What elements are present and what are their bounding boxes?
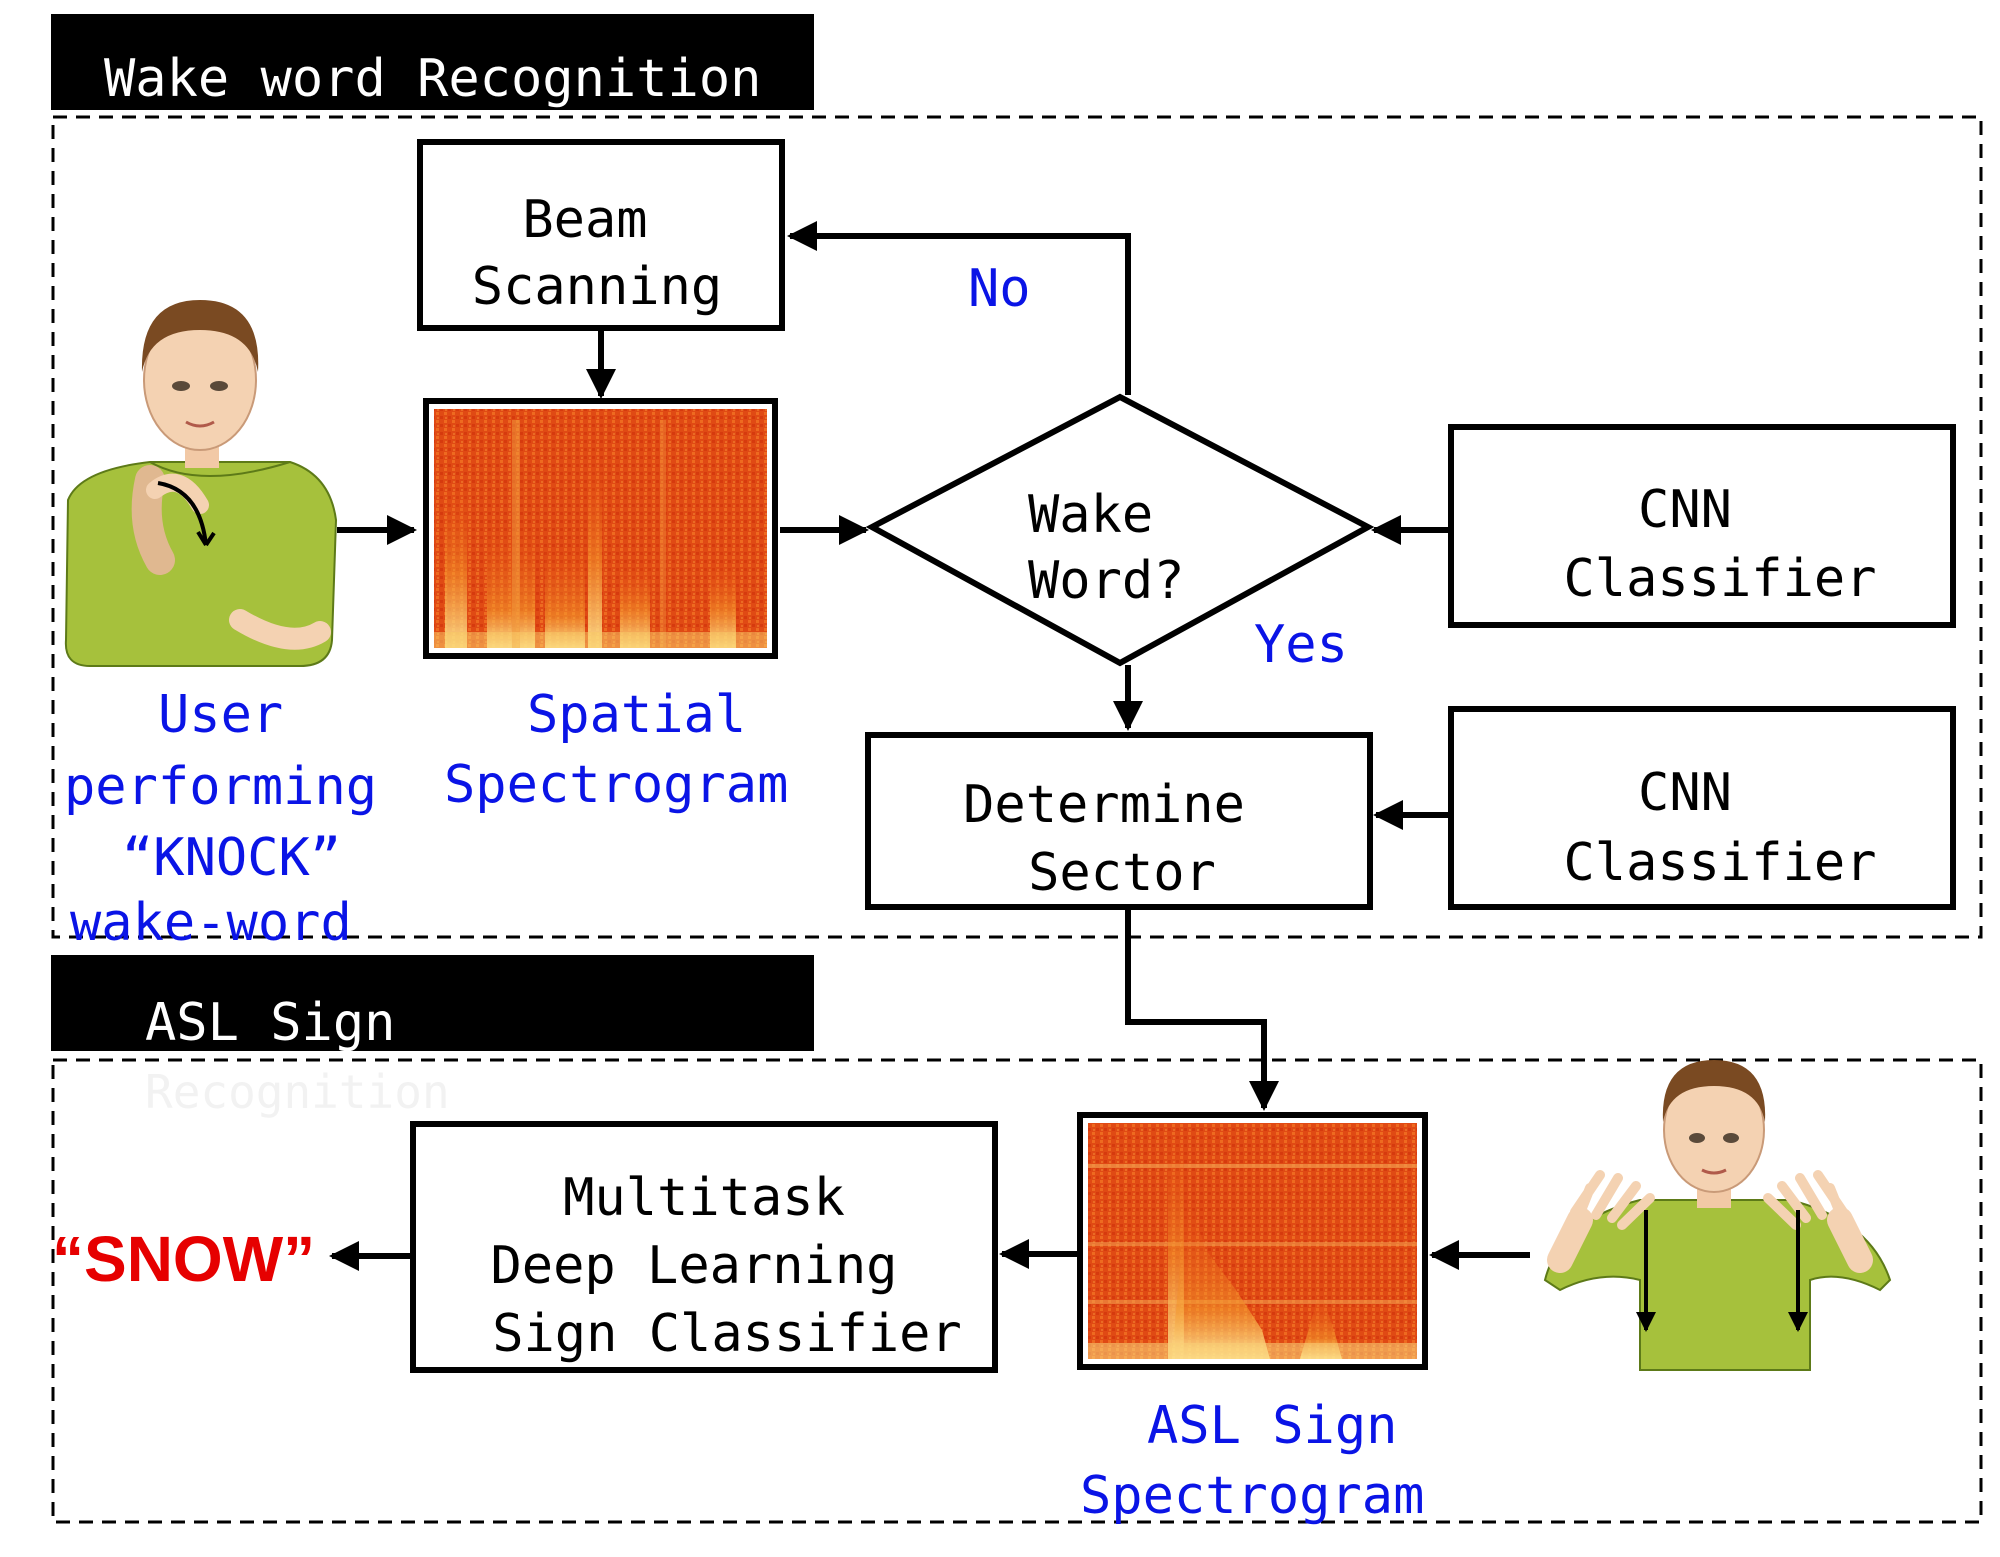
user-caption-line1: User — [158, 685, 283, 745]
asl-section-header: ASL Sign — [51, 955, 814, 1053]
user-caption-line3: “KNOCK” — [122, 828, 341, 888]
cnn-classifier-bottom-box: CNN Classifier — [1448, 706, 1956, 910]
output-snow-label: “SNOW” — [52, 1223, 315, 1295]
multitask-classifier-line3: Sign Classifier — [492, 1304, 962, 1364]
beam-scanning-label-line1: Beam — [522, 190, 647, 250]
wake-word-section-frame — [51, 115, 1983, 939]
asl-spectrogram-caption-line2: Spectrogram — [1080, 1466, 1424, 1526]
beam-scanning-label-line2: Scanning — [472, 257, 722, 317]
multitask-classifier-line2: Deep Learning — [491, 1236, 898, 1296]
spatial-spectrogram-image — [423, 398, 778, 659]
beam-scanning-box: Beam Scanning — [417, 139, 785, 331]
asl-spectrogram-caption-line1: ASL Sign — [1147, 1396, 1397, 1456]
arrow-sector-to-asl-spectrogram — [1125, 910, 1279, 1111]
wake-word-section-title: Wake word Recognition — [104, 49, 761, 109]
user-caption-line2: performing — [64, 757, 377, 817]
determine-sector-box: Determine Sector — [865, 732, 1373, 910]
multitask-classifier-box: Multitask Deep Learning Sign Classifier — [410, 1121, 998, 1373]
cnn-classifier-bottom-line1: CNN — [1638, 763, 1732, 823]
wake-word-decision-diamond: Wake Word? — [865, 393, 1375, 667]
person-signing-snow-icon — [1543, 1060, 1892, 1371]
wake-word-label-line1: Wake — [1028, 485, 1153, 545]
multitask-classifier-line1: Multitask — [563, 1168, 845, 1228]
edge-label-yes: Yes — [1254, 615, 1348, 675]
spatial-spectrogram-caption-line1: Spatial — [527, 685, 746, 745]
person-signing-knock-icon — [64, 300, 338, 667]
asl-section-title-faint: Recognition — [145, 1065, 450, 1119]
spatial-spectrogram-caption-line2: Spectrogram — [444, 755, 788, 815]
arrow-no-to-beam — [787, 221, 1131, 395]
user-caption: User performing “KNOCK” wake-word — [64, 685, 377, 953]
connectors — [329, 221, 1530, 1271]
asl-spectrogram-image — [1077, 1112, 1428, 1370]
determine-sector-line1: Determine — [963, 775, 1245, 835]
wake-word-section-header: Wake word Recognition — [51, 14, 814, 110]
wake-word-label-line2: Word? — [1028, 551, 1185, 611]
cnn-classifier-top-line1: CNN — [1638, 480, 1732, 540]
cnn-classifier-top-box: CNN Classifier — [1448, 424, 1956, 628]
cnn-classifier-bottom-line2: Classifier — [1563, 833, 1876, 893]
asl-section-title: ASL Sign — [145, 993, 395, 1053]
edge-label-no: No — [968, 259, 1031, 319]
asl-spectrogram-caption: ASL Sign Spectrogram — [1080, 1396, 1424, 1526]
determine-sector-line2: Sector — [1028, 843, 1216, 903]
cnn-classifier-top-line2: Classifier — [1563, 549, 1876, 609]
user-caption-line4: wake-word — [70, 893, 352, 953]
spatial-spectrogram-caption: Spatial Spectrogram — [444, 685, 788, 815]
